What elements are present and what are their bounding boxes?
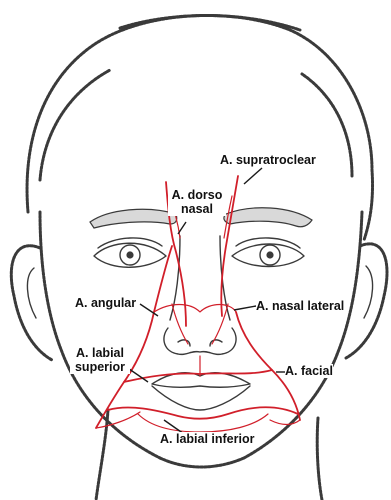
chin [160,458,244,467]
left-nostril [178,340,190,346]
label-labial-superior-line1: A. labial [70,346,130,360]
left-eyebrow [90,209,177,228]
label-angular: A. angular [75,296,136,310]
nasal-arcade [172,304,228,344]
label-nasal-lateral: A. nasal lateral [256,299,344,313]
right-pupil [266,251,273,258]
angular-artery [154,246,172,312]
label-supratroclear: A. supratroclear [220,153,316,167]
leader-nasal-lateral [234,306,256,310]
hair-strand-left [40,70,110,180]
chin-loop [138,414,268,432]
label-facial: A. facial [285,364,333,378]
label-dorso-nasal-line1: A. dorso [168,188,226,202]
left-ear-inner [27,268,36,318]
lower-lip [152,386,250,410]
left-pupil [126,251,133,258]
leader-supratroclear [244,168,262,184]
nose-tip [164,328,236,354]
leader-dorso-nasal [178,222,186,234]
label-labial-superior: A. labial superior [70,346,130,374]
left-ear [11,246,52,360]
label-dorso-nasal: A. dorso nasal [168,188,226,216]
right-ear-inner [364,266,373,318]
label-labial-superior-line2: superior [70,360,130,374]
label-dorso-nasal-line2: nasal [168,202,226,216]
label-labial-inferior: A. labial inferior [160,432,254,446]
nasal-lateral-artery [154,305,236,313]
right-nostril [210,340,222,346]
right-eyebrow [224,208,312,227]
inferior-labial-artery [108,407,298,419]
right-eyelid [236,238,300,248]
neck-right [317,418,322,500]
